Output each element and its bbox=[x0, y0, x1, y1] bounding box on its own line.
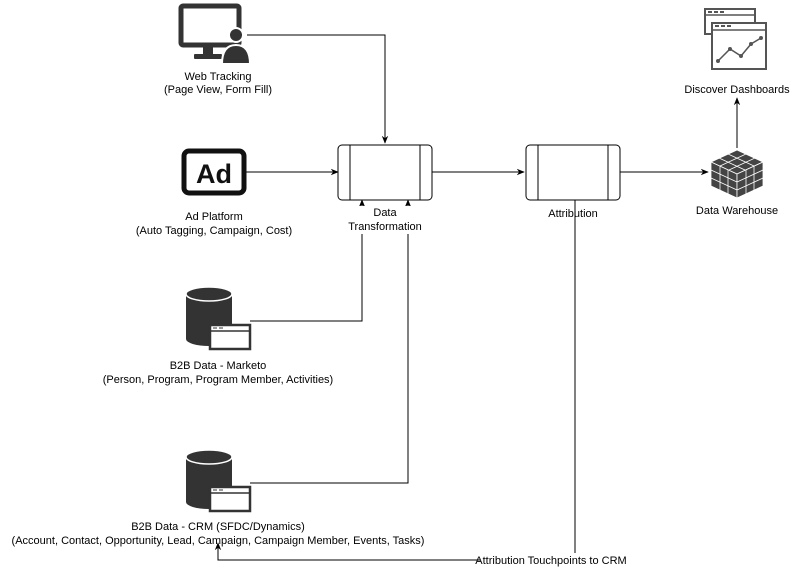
edge-web-to-transformation bbox=[247, 34, 389, 144]
edge-crm-to-transformation bbox=[250, 199, 412, 484]
attribution-label: Attribution bbox=[548, 208, 598, 220]
touchpoints-label-bg bbox=[480, 553, 622, 566]
marketo-detail: (Person, Program, Program Member, Activi… bbox=[103, 374, 333, 386]
marketo-title: B2B Data - Marketo bbox=[170, 360, 267, 372]
transformation-label-bg bbox=[346, 206, 426, 234]
dashboard-windows-icon bbox=[704, 8, 767, 70]
database-window-icon bbox=[185, 286, 252, 351]
edge-marketo-to-transformation bbox=[250, 199, 366, 322]
web-tracking-title: Web Tracking bbox=[184, 71, 251, 83]
ad-platform-detail: (Auto Tagging, Campaign, Cost) bbox=[136, 225, 292, 237]
cubes-icon bbox=[710, 149, 764, 199]
attribution-box[interactable] bbox=[525, 144, 621, 201]
dashboards-label: Discover Dashboards bbox=[684, 84, 790, 96]
touchpoints-label: Attribution Touchpoints to CRM bbox=[475, 555, 626, 567]
web-tracking-detail: (Page View, Form Fill) bbox=[164, 84, 272, 96]
ad-platform-title: Ad Platform bbox=[185, 211, 242, 223]
transformation-label-line1: Data bbox=[373, 207, 397, 219]
crm-title: B2B Data - CRM (SFDC/Dynamics) bbox=[131, 521, 305, 533]
data-warehouse-label: Data Warehouse bbox=[696, 205, 778, 217]
monitor-user-icon bbox=[178, 3, 252, 65]
data-transformation-box[interactable] bbox=[337, 144, 433, 201]
edge-attribution-to-crm bbox=[214, 200, 576, 561]
ad-icon: Ad bbox=[181, 148, 247, 196]
transformation-label-line2: Transformation bbox=[348, 221, 422, 233]
database-window-icon bbox=[185, 449, 252, 513]
crm-detail: (Account, Contact, Opportunity, Lead, Ca… bbox=[12, 535, 425, 547]
ad-icon-text: Ad bbox=[196, 159, 232, 189]
